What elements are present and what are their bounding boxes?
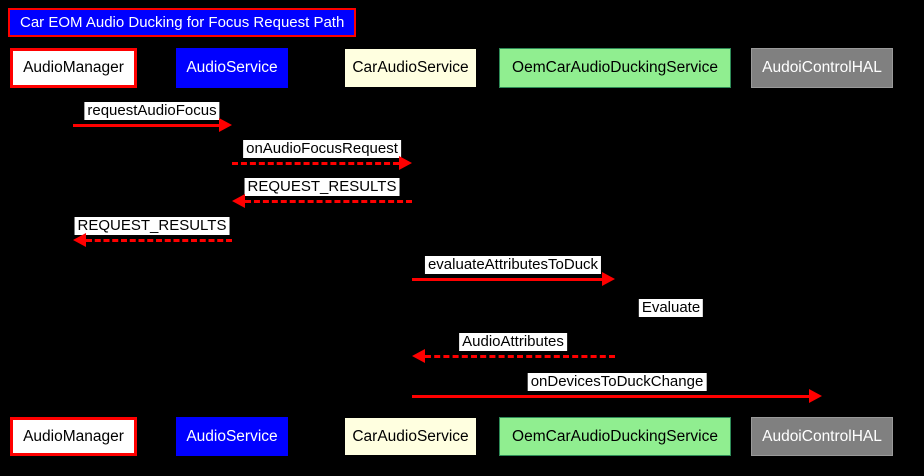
message-label-requestaudiofocus: requestAudioFocus xyxy=(84,102,220,120)
actor-oemcaraudioduckingservice-bottom: OemCarAudioDuckingService xyxy=(499,417,731,456)
arrowhead-left-icon xyxy=(232,194,245,208)
arrowhead-right-icon xyxy=(809,389,822,403)
actor-audioservice-top: AudioService xyxy=(176,48,288,88)
arrow-line-ondevicestoduckchange xyxy=(412,395,809,398)
actor-label: AudoiControlHAL xyxy=(762,427,882,445)
message-label-request-results-1: REQUEST_RESULTS xyxy=(244,178,400,196)
message-label-audioattributes: AudioAttributes xyxy=(459,333,567,351)
arrowhead-right-icon xyxy=(399,156,412,170)
actor-label: CarAudioService xyxy=(352,427,469,445)
arrowhead-right-icon xyxy=(602,272,615,286)
arrow-line-evaluateattributestoduck xyxy=(412,278,602,281)
actor-audioservice-bottom: AudioService xyxy=(176,417,288,456)
arrowhead-left-icon xyxy=(73,233,86,247)
arrow-line-audioattributes xyxy=(425,355,615,358)
arrow-line-request-results-2 xyxy=(86,239,232,242)
lifeline-oemcaraudioduckingservice xyxy=(615,88,616,417)
actor-audiomanager-bottom: AudioManager xyxy=(10,417,137,456)
arrow-line-onaudiofocusrequest xyxy=(232,162,399,165)
actor-caraudioservice-top: CarAudioService xyxy=(344,48,477,88)
actor-label: OemCarAudioDuckingService xyxy=(512,59,718,76)
arrow-line-request-results-1 xyxy=(245,200,412,203)
message-label-evaluateattributestoduck: evaluateAttributesToDuck xyxy=(424,256,602,274)
lifeline-caraudioservice xyxy=(412,88,413,417)
message-label-ondevicestoduckchange: onDevicesToDuckChange xyxy=(527,373,707,391)
arrow-line-requestaudiofocus xyxy=(73,124,220,127)
actor-label: AudioService xyxy=(186,427,278,445)
actor-label: AudioManager xyxy=(23,427,124,445)
diagram-title: Car EOM Audio Ducking for Focus Request … xyxy=(8,8,357,37)
lifeline-audioservice xyxy=(232,88,233,417)
actor-label: AudoiControlHAL xyxy=(762,59,882,76)
arrowhead-left-icon xyxy=(412,349,425,363)
message-label-evaluate: Evaluate xyxy=(638,299,704,317)
lifeline-audiomanager xyxy=(73,88,74,417)
actor-label: AudioService xyxy=(186,59,278,76)
actor-label: OemCarAudioDuckingService xyxy=(512,427,718,445)
message-label-request-results-2: REQUEST_RESULTS xyxy=(74,217,230,235)
actor-audiomanager-top: AudioManager xyxy=(10,48,137,88)
lifeline-audoicontrolhal xyxy=(822,88,823,417)
actor-audoicontrolhal-bottom: AudoiControlHAL xyxy=(751,417,893,456)
arrowhead-right-icon xyxy=(219,118,232,132)
actor-caraudioservice-bottom: CarAudioService xyxy=(344,417,477,456)
actor-audoicontrolhal-top: AudoiControlHAL xyxy=(751,48,893,88)
actor-label: AudioManager xyxy=(23,59,124,76)
actor-oemcaraudioduckingservice-top: OemCarAudioDuckingService xyxy=(499,48,731,88)
actor-label: CarAudioService xyxy=(352,59,469,76)
message-label-onaudiofocusrequest: onAudioFocusRequest xyxy=(243,140,401,158)
